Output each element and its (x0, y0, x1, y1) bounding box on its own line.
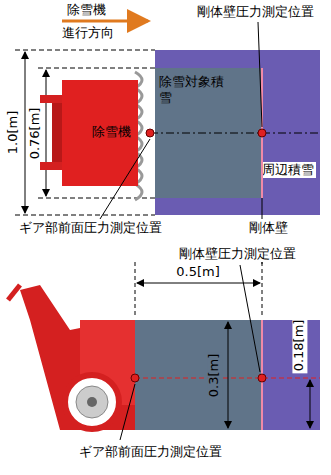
annotation-label: 剛体壁圧力測定位置 (197, 5, 314, 20)
snow-blower: 除雪機 (62, 80, 138, 186)
annotation-label: ギア部前面圧力測定位置 (79, 445, 222, 460)
annotation-label: 進行方向 (62, 26, 114, 41)
dimension-label: 0.76[m] (29, 105, 44, 161)
dimension-label: 0.18[m] (293, 317, 308, 373)
annotation-label: 除雪機 (67, 3, 106, 18)
annotation-label: 剛体壁 (249, 221, 288, 236)
annotation-label: ギア部前面圧力測定位置 (19, 221, 162, 236)
annotation-label: 0.5[m] (176, 265, 219, 280)
node-label: 周辺積雪 (260, 162, 316, 178)
node-label: 除雪機 (92, 124, 131, 140)
node-label: 除雪対象積雪 (159, 74, 225, 105)
dimension-label: 1.0[m] (7, 108, 22, 155)
surrounding-snow: 周辺積雪 除雪対象積雪 (155, 50, 320, 215)
dimension-label: 0.3[m] (208, 351, 223, 398)
target-snow: 除雪対象積雪 (155, 68, 262, 198)
annotation-label: 剛体壁圧力測定位置 (179, 247, 296, 262)
